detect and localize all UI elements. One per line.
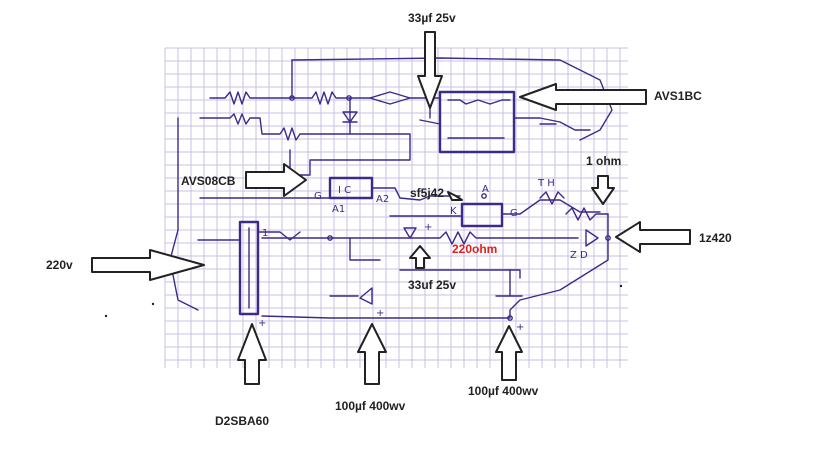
junction-3 [327,235,333,241]
wire-ic-right [371,187,461,201]
arrow-sf5j42 [447,191,463,201]
wire-opamp [369,91,411,105]
triac-sf5j42-box [460,202,504,228]
arrow-cap-mid [409,245,431,269]
arrow-cap-400-right [495,325,523,381]
wire-mid-low [349,237,381,261]
junction-2 [289,95,295,101]
wire-ic-row [199,187,331,199]
label-avs08cb: AVS08CB [181,174,236,188]
relay-avs1bc-box [438,90,516,154]
bridge-d2sba60-box [238,220,260,316]
hw-g-right: G [510,208,518,219]
hw-th: T H [537,178,555,189]
junction-4 [507,315,513,321]
wire-left-outer [169,117,199,311]
cap-top-plates [419,119,441,125]
wire-second-row [199,113,351,141]
callout-arrows [91,31,691,385]
wire-resistor-row [209,91,371,105]
arrow-220v [91,249,205,281]
hw-plus-bottom-right: + [516,322,524,333]
wire-top-outer [291,57,613,141]
label-sf5j42: sf5j42 [410,186,445,200]
hw-a2: A2 [376,194,389,205]
arrow-cap-400-left [357,323,387,385]
wire-right-col [509,213,609,319]
junction-5 [605,235,611,241]
thermistor [539,191,565,205]
diode-top [342,111,358,123]
wire-bottom-rail [261,315,511,319]
hw-one: 1 [262,228,268,239]
hw-ic: I C [338,185,351,196]
hw-a1: A1 [332,204,345,215]
arrow-one-ohm [591,175,615,205]
hw-zd: Z D [570,250,588,261]
hw-a: A [482,184,489,195]
circuit-wiring [169,57,613,321]
cap-400-left [359,287,373,305]
relay-contacts [447,99,511,105]
zener-mid [403,227,417,239]
arrow-d2sba60 [237,323,267,385]
label-cap-mid: 33uf 25v [408,278,457,292]
arrow-avs08cb [245,163,307,197]
junction-1 [346,95,352,101]
label-d2sba60: D2SBA60 [215,414,270,428]
label-avs1bc: AVS1BC [654,89,702,103]
label-cap-400-right: 100µf 400wv [468,384,539,398]
hw-k: K [450,206,457,217]
arrow-iz420 [615,221,691,253]
wire-right-low [399,269,521,279]
wire-diode-top [349,97,411,151]
label-iz420: 1z420 [699,231,732,245]
label-one-ohm: 1 ohm [586,154,622,168]
wire-bridge-out [257,231,301,241]
stray-dot-2 [104,314,108,318]
zener-right [585,229,599,247]
label-220v: 220v [46,258,73,272]
label-cap-top: 33µf 25v [408,11,456,25]
wire-220-row [261,231,579,245]
hw-g-left: G [314,191,322,202]
junction-6 [481,193,487,199]
stray-dot-1 [151,302,155,306]
arrow-cap-top [417,31,443,109]
stray-dot-3 [619,284,623,288]
hw-plus-bottom-left: + [376,308,384,319]
label-cap-400-left: 100µf 400wv [335,399,406,413]
arrow-avs1bc [519,83,647,111]
one-ohm-resistor [565,207,609,221]
hw-plus-mid: + [424,222,432,233]
label-220ohm: 220ohm [452,242,498,256]
hw-plus-bridge: + [258,318,266,329]
wire-relay-right [513,117,591,131]
